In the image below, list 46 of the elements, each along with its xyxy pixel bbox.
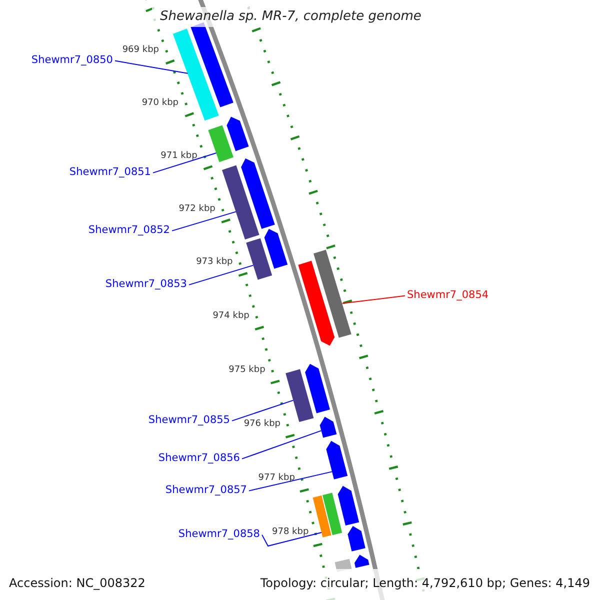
- gene-label: Shewmr7_0856: [158, 453, 240, 465]
- gene-block: [226, 116, 249, 152]
- leader-line: [172, 211, 236, 232]
- gene-label: Shewmr7_0854: [407, 290, 489, 302]
- gene-block: [312, 495, 332, 538]
- scale-label: 972 kbp: [178, 204, 216, 215]
- gene-block: [320, 416, 337, 438]
- leader-line: [152, 152, 217, 174]
- gene-block: [208, 125, 234, 162]
- scale-label: 977 kbp: [258, 474, 295, 484]
- gene-block: [222, 165, 260, 240]
- gene-label: Shewmr7_0858: [178, 529, 260, 541]
- scale-label: 978 kbp: [272, 528, 309, 538]
- gene-block: [241, 158, 275, 229]
- gene-label: Shewmr7_0852: [88, 225, 170, 237]
- gene-block: [305, 364, 330, 414]
- gene-label: Shewmr7_0850: [31, 55, 113, 67]
- gene-label: Shewmr7_0857: [165, 485, 247, 497]
- gene-block: [314, 250, 352, 338]
- gene-block: [326, 440, 348, 480]
- leader-line: [114, 60, 188, 74]
- leader-line: [232, 400, 294, 422]
- gene-block: [298, 260, 335, 346]
- scale-label: 973 kbp: [196, 258, 233, 268]
- accession-text: Accession: NC_008322: [9, 577, 146, 590]
- gene-block: [286, 369, 314, 422]
- gene-block: [348, 526, 366, 552]
- gene-block: [264, 228, 288, 269]
- scale-label: 970 kbp: [142, 98, 179, 109]
- leader-line: [188, 264, 254, 286]
- gene-label: Shewmr7_0855: [148, 415, 230, 427]
- scale-label: 974 kbp: [212, 312, 250, 322]
- gene-block: [322, 492, 342, 536]
- genome-info-text: Topology: circular; Length: 4,792,610 bp; Genes: 4,149: [260, 577, 590, 590]
- gene-label: Shewmr7_0853: [105, 279, 187, 291]
- scale-label: 976 kbp: [244, 420, 280, 430]
- leader-line: [342, 295, 406, 304]
- scale-label: 975 kbp: [228, 366, 266, 376]
- scale-label: 969 kbp: [122, 46, 160, 56]
- gene-block: [338, 486, 360, 526]
- gene-label: Shewmr7_0851: [69, 167, 151, 179]
- leader-line: [262, 532, 322, 547]
- scale-label: 971 kbp: [160, 152, 198, 162]
- leader-line: [242, 430, 322, 460]
- gene-block: [246, 238, 272, 280]
- leader-line: [248, 471, 332, 492]
